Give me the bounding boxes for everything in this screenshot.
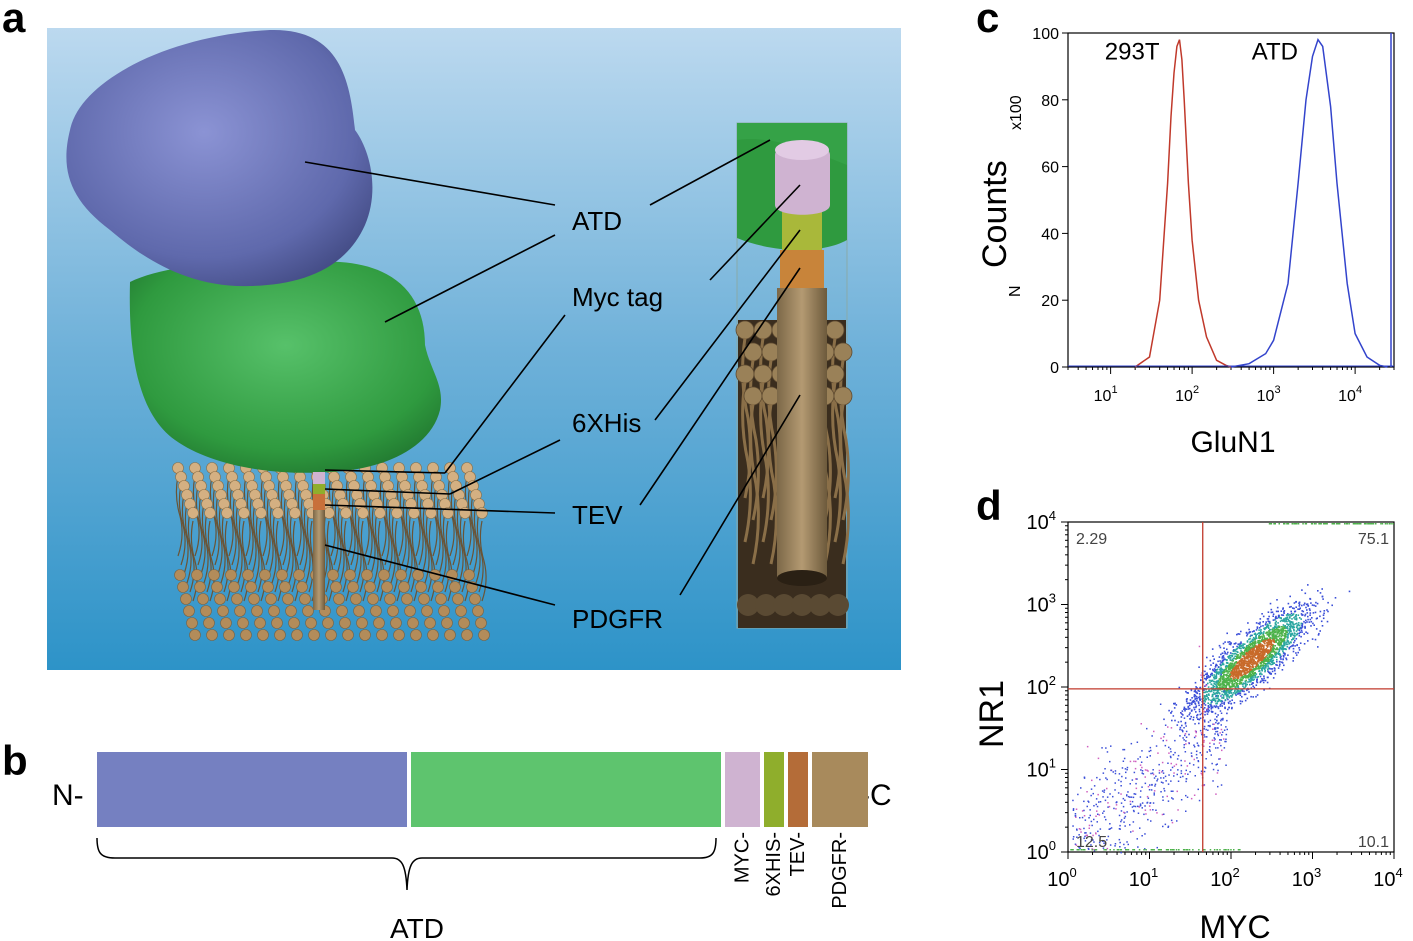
label-6xhis: 6XHis xyxy=(572,408,641,438)
stalk-his xyxy=(313,484,325,494)
panel-c-letter: c xyxy=(976,0,999,41)
y-tick-label: 20 xyxy=(1041,293,1059,310)
domain-bar: MYC- 6XHIS-TEV- PDGFR- xyxy=(97,752,868,909)
quadrant-bottom-left: 12.5 xyxy=(1076,834,1107,851)
domain-label: MYC- xyxy=(732,832,754,883)
y-tick-label: 80 xyxy=(1041,93,1059,110)
atd-bracket-label: ATD xyxy=(390,913,444,941)
histogram-frame xyxy=(1067,32,1395,368)
x-tick-label: 104 xyxy=(1338,384,1362,405)
x-tick-label: 101 xyxy=(1129,865,1158,891)
domain-label: PDGFR- xyxy=(829,832,851,909)
stalk-pdgfr xyxy=(313,510,325,610)
histogram-series-293t xyxy=(1134,39,1232,368)
label-tev: TEV xyxy=(572,500,623,530)
stalk-myc xyxy=(313,472,325,484)
histogram-n-label: N xyxy=(1007,285,1024,297)
domain-segment xyxy=(411,752,721,827)
scatter-x-label: MYC xyxy=(1199,909,1270,941)
x-tick-label: 104 xyxy=(1373,865,1402,891)
domain-segment xyxy=(764,752,784,827)
atd-lower-lobe xyxy=(129,260,442,473)
x-tick-label: 103 xyxy=(1292,865,1321,891)
domain-label: TEV- xyxy=(787,832,809,876)
y-tick-label: 40 xyxy=(1041,226,1059,243)
inset-zoom xyxy=(735,122,853,629)
label-pdgfr: PDGFR xyxy=(572,604,663,634)
atd-upper-lobe xyxy=(66,29,373,287)
quadrant-bottom-right: 10.1 xyxy=(1358,834,1389,851)
n-terminus-label: N- xyxy=(52,779,84,812)
panel-a-letter: a xyxy=(2,0,26,41)
x-tick-label: 101 xyxy=(1094,384,1118,405)
histogram-x-label: GluN1 xyxy=(1190,426,1275,459)
callout-lines xyxy=(304,139,801,606)
panel-b-letter: b xyxy=(2,737,28,784)
series-label: ATD xyxy=(1252,39,1298,66)
x-tick-label: 100 xyxy=(1047,865,1076,891)
x-tick-label: 102 xyxy=(1175,384,1199,405)
histogram-y-multiplier: x100 xyxy=(1008,95,1025,130)
quadrant-top-right: 75.1 xyxy=(1358,531,1389,548)
domain-segment xyxy=(97,752,407,827)
domain-label: 6XHIS- xyxy=(763,832,785,896)
histogram-y-label: Counts xyxy=(976,160,1014,268)
label-atd: ATD xyxy=(572,206,622,236)
domain-segment xyxy=(788,752,808,827)
scatter-y-label: NR1 xyxy=(973,680,1011,748)
x-tick-label: 103 xyxy=(1257,384,1281,405)
y-tick-label: 0 xyxy=(1050,360,1059,377)
panel-d-letter: d xyxy=(976,482,1002,529)
domain-segment xyxy=(812,752,868,827)
y-tick-label: 100 xyxy=(1032,26,1059,43)
y-tick-label: 103 xyxy=(1027,591,1056,617)
label-myc-tag: Myc tag xyxy=(572,282,663,312)
series-label: 293T xyxy=(1105,39,1160,66)
y-tick-label: 100 xyxy=(1027,838,1056,864)
y-tick-label: 101 xyxy=(1027,756,1056,782)
y-tick-label: 104 xyxy=(1027,508,1056,534)
x-tick-label: 102 xyxy=(1210,865,1239,891)
atd-bracket xyxy=(96,837,717,891)
y-tick-label: 102 xyxy=(1027,673,1056,699)
histogram-series-atd xyxy=(1230,38,1388,368)
panel-a-illustration: ATD Myc tag 6XHis TEV PDGFR xyxy=(47,28,901,670)
y-tick-label: 60 xyxy=(1041,160,1059,177)
histogram-chart: 0 20 40 60 80 100 101 102 103 104 293T ATD xyxy=(1032,26,1395,405)
domain-segment xyxy=(725,752,760,827)
stalk-tev xyxy=(313,494,325,510)
quadrant-top-left: 2.29 xyxy=(1076,531,1107,548)
